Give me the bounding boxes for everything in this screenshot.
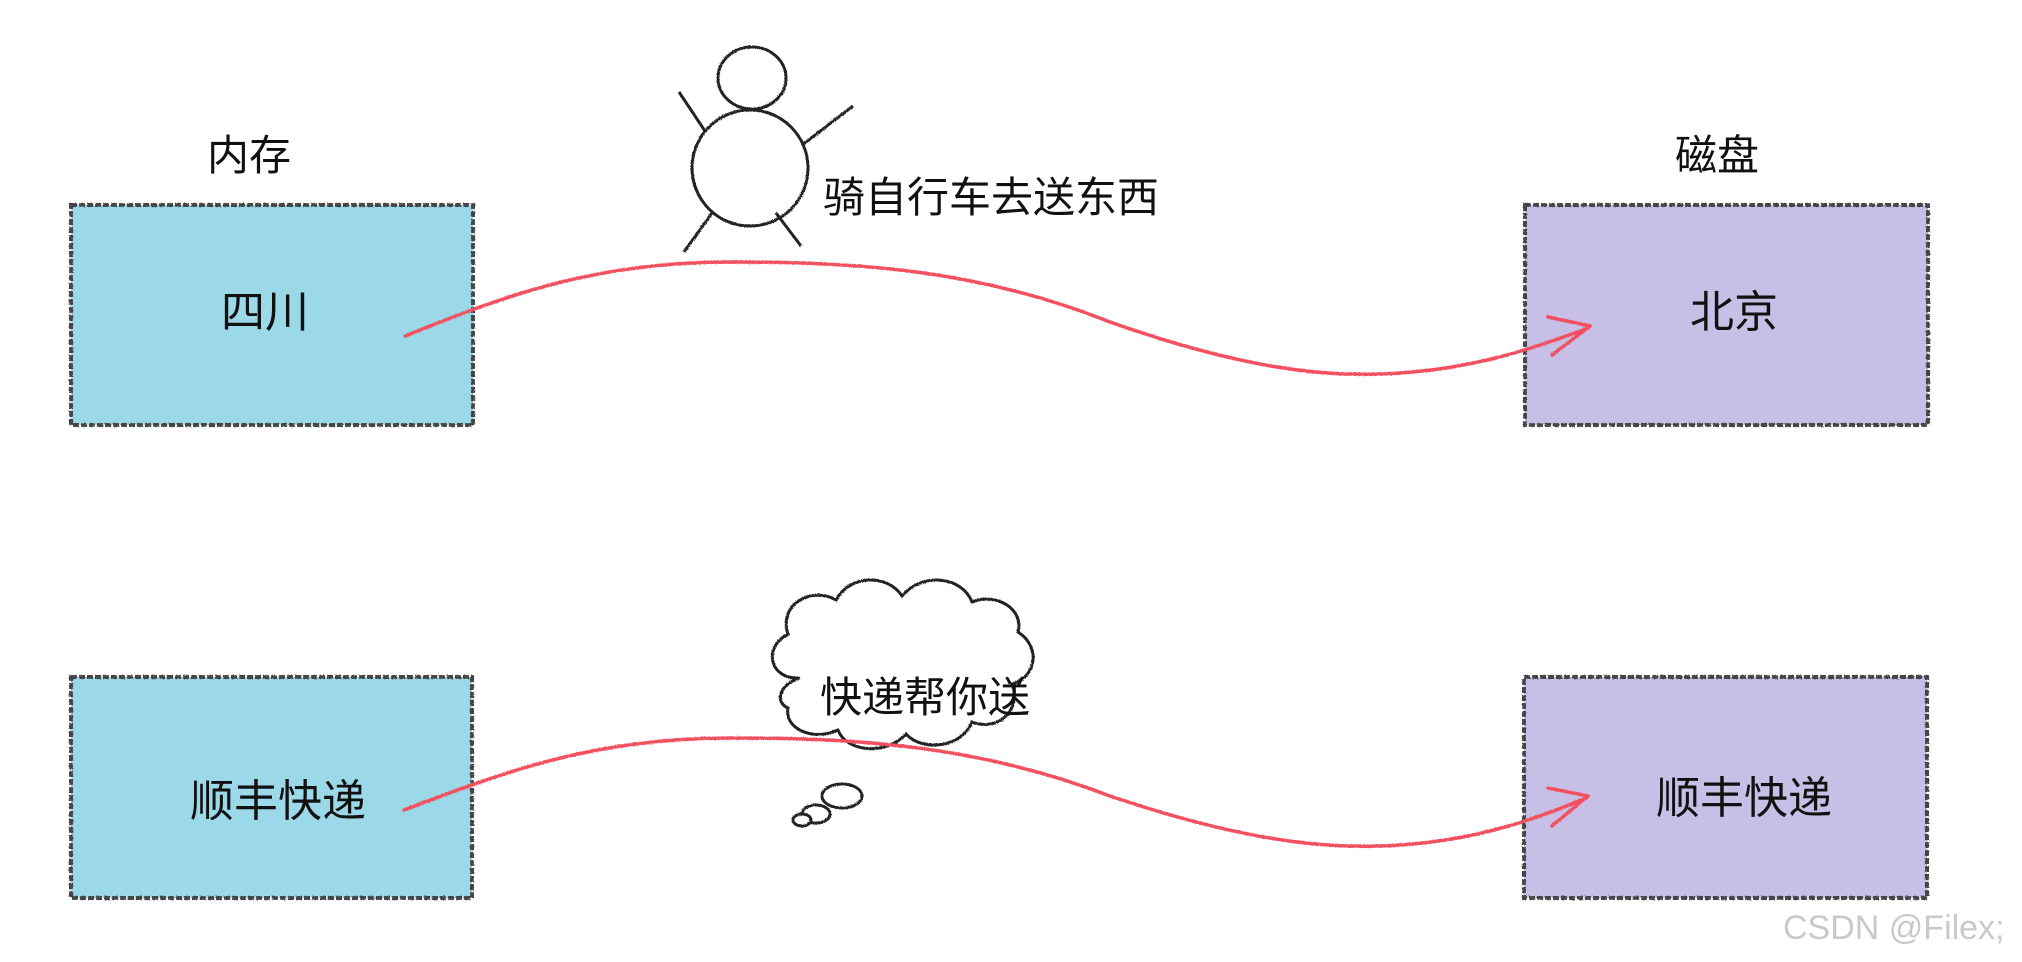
stick-figure-icon [677, 45, 854, 253]
transfer-arrow-bottom [402, 736, 1590, 848]
disk-box-label: 北京 [1690, 287, 1778, 338]
receiver-box [1522, 675, 1929, 900]
disk-box [1523, 203, 1930, 427]
transfer-arrow-top [403, 260, 1592, 376]
bicycle-delivery-label: 骑自行车去送东西 [823, 173, 1160, 222]
memory-caption: 内存 [207, 131, 292, 180]
sender-box [69, 675, 474, 900]
memory-box [69, 203, 475, 427]
thought-cloud-icon [770, 578, 1035, 828]
memory-box-label: 四川 [221, 287, 309, 338]
courier-delivery-label: 快递帮你送 [820, 673, 1031, 722]
receiver-box-label: 顺丰快递 [1656, 773, 1832, 824]
disk-caption: 磁盘 [1675, 131, 1760, 180]
watermark: CSDN @Filex; [1783, 909, 2005, 947]
sender-box-label: 顺丰快递 [190, 776, 366, 827]
